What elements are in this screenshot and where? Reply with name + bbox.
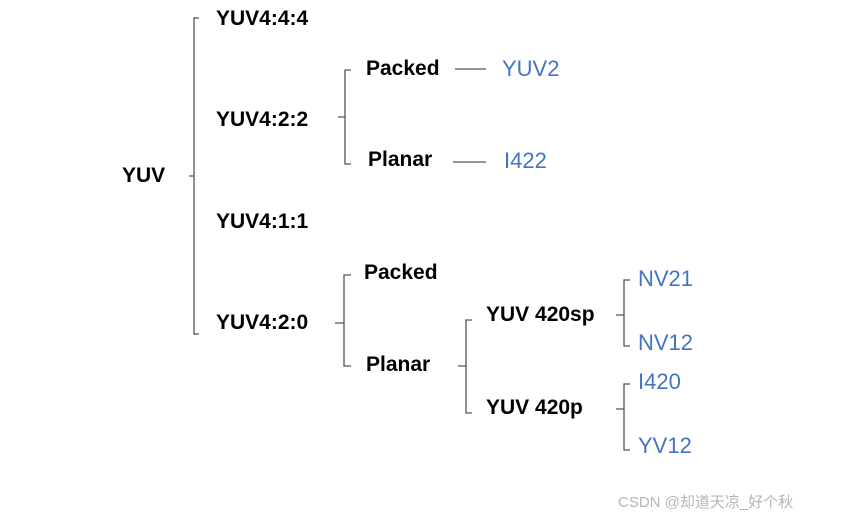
yuv420-planar-label: Planar [366, 353, 431, 376]
nv21-format: NV21 [638, 266, 694, 291]
yuv422-packed-label: Packed [366, 57, 440, 80]
root-label: YUV [122, 164, 166, 187]
nv12-format: NV12 [638, 330, 694, 355]
yuv420-label: YUV4:2:0 [216, 311, 309, 334]
root-bracket [189, 17, 199, 335]
yuv420p-label: YUV 420p [486, 396, 583, 419]
yuv422-planar-label: Planar [368, 148, 433, 171]
sp-bracket [616, 279, 630, 347]
yuv422-label: YUV4:2:2 [216, 108, 309, 131]
yuv2-format: YUV2 [502, 56, 560, 81]
csdn-watermark: CSDN @却道天凉_好个秋 [618, 494, 794, 511]
yuv420sp-label: YUV 420sp [486, 303, 595, 326]
yuv420-bracket [335, 274, 351, 367]
yuv444-label: YUV4:4:4 [216, 7, 309, 30]
p-bracket [616, 383, 630, 451]
i422-format: I422 [504, 148, 547, 173]
yuv420-packed-label: Packed [364, 261, 438, 284]
yuv422-bracket [338, 69, 351, 165]
yv12-format: YV12 [638, 433, 692, 458]
planar-bracket [458, 319, 472, 414]
i420-format: I420 [638, 369, 681, 394]
yuv411-label: YUV4:1:1 [216, 210, 309, 233]
